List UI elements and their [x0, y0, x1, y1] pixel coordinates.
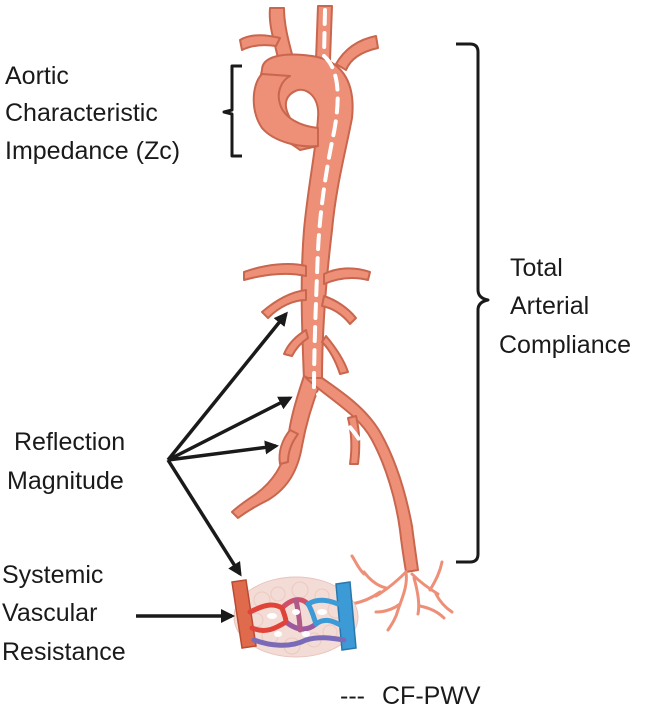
compliance-label-line1: Total: [510, 254, 563, 282]
venule: [335, 581, 357, 651]
aortic-root: [252, 73, 319, 148]
peripheral-arterioles-right: [350, 554, 454, 632]
arrow-to-arteriole: [166, 459, 242, 577]
left-subclavian-artery: [335, 35, 379, 71]
zc-label-line2: Characteristic: [5, 99, 158, 127]
arrow-to-bifurcation: [167, 396, 293, 462]
resistance-label-line2: Vascular: [2, 599, 97, 627]
legend-label: CF-PWV: [382, 682, 481, 710]
arrow-to-renal: [166, 311, 288, 462]
reflection-arrows: [166, 311, 293, 577]
reflection-label-line1: Reflection: [14, 428, 125, 456]
legend: --- CF-PWV: [340, 682, 481, 710]
zc-bracket: [222, 64, 242, 158]
resistance-label-line3: Resistance: [2, 638, 126, 666]
zc-label-line3: Impedance (Zc): [5, 137, 180, 165]
mesenteric-branch-left: [321, 295, 357, 325]
arterial-tree: [231, 5, 419, 573]
arrow-to-iliac: [167, 440, 279, 462]
resistance-label-line1: Systemic: [2, 561, 103, 589]
gonadal-branch-left: [321, 335, 349, 375]
celiac-branches: [243, 263, 307, 281]
renal-branches-left: [323, 267, 371, 285]
reflection-label-line2: Magnitude: [7, 467, 124, 495]
cf-pwv-dashed-path: [311, 8, 398, 550]
compliance-label-line2: Arterial: [510, 292, 589, 320]
left-iliac-artery: [305, 377, 419, 573]
arteriole: [231, 579, 257, 649]
compliance-bracket: [456, 42, 490, 564]
capillary-bed: [231, 576, 359, 658]
right-internal-iliac: [278, 429, 299, 465]
zc-label-line1: Aortic: [5, 62, 69, 90]
gonadal-branch-right: [283, 329, 309, 357]
legend-symbol: ---: [340, 682, 365, 710]
renal-branches-right: [261, 289, 307, 319]
right-subclavian-branch: [239, 34, 281, 51]
compliance-label-line3: Compliance: [499, 331, 631, 359]
